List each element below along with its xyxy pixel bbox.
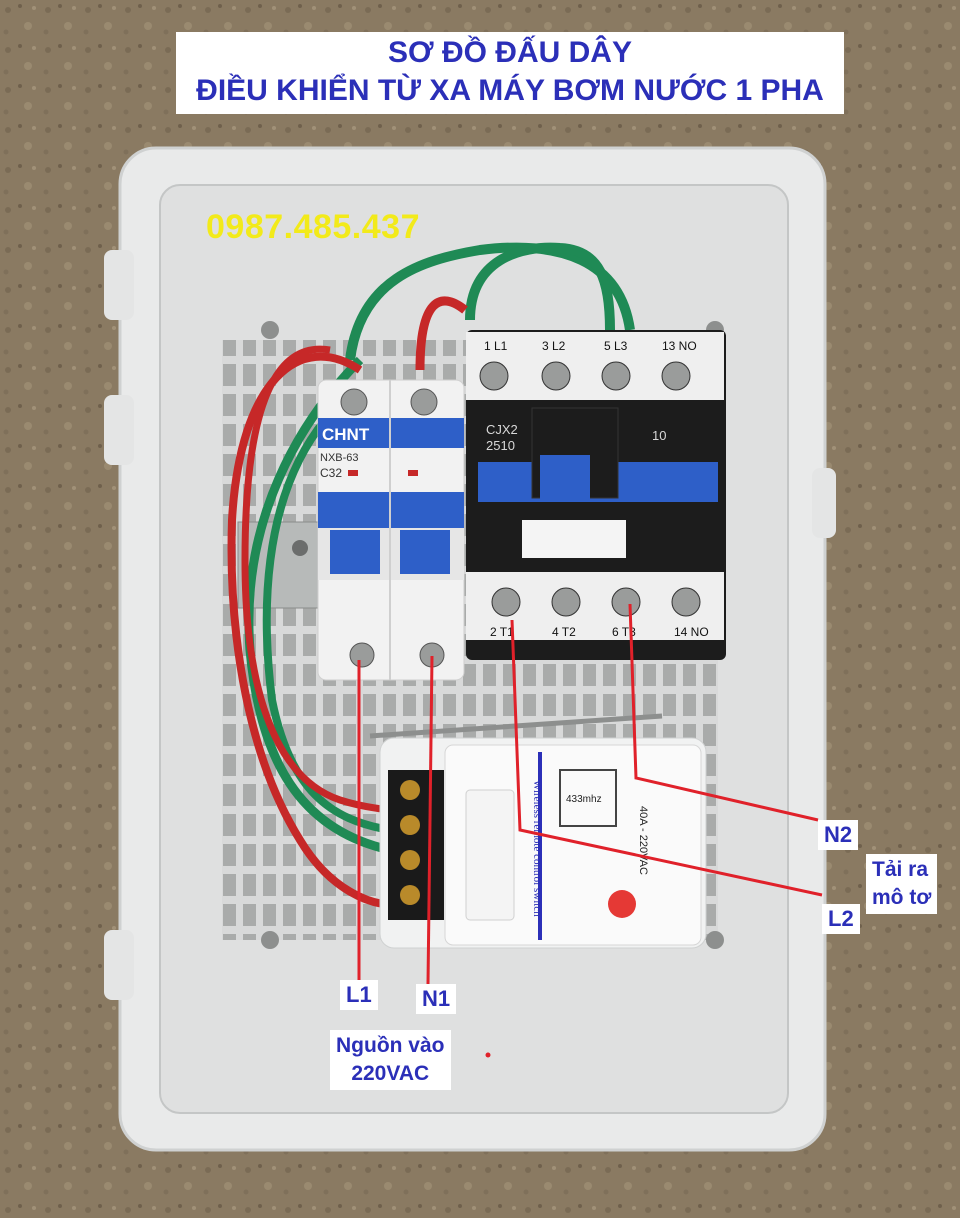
contactor-terminal-top-4: 13 NO	[662, 339, 697, 353]
phone-number: 0987.485.437	[206, 208, 420, 246]
title-line-1: SƠ ĐỒ ĐẤU DÂY	[388, 36, 632, 69]
annotation-line-l2	[510, 619, 823, 897]
label-power-input: Nguồn vào 220VAC	[330, 1030, 451, 1090]
title-banner: SƠ ĐỒ ĐẤU DÂY ĐIỀU KHIỂN TỪ XA MÁY BƠM N…	[176, 32, 844, 114]
screw-hole	[261, 321, 279, 339]
breaker-brand: CHNT	[322, 425, 370, 444]
latch-tab-right	[812, 468, 836, 538]
red-dot	[485, 1052, 491, 1058]
contactor-model-2: 2510	[486, 438, 515, 453]
label-n2: N2	[818, 820, 859, 850]
title-line-2: ĐIỀU KHIỂN TỪ XA MÁY BƠM NƯỚC 1 PHA	[196, 74, 824, 107]
breaker-rating: C32	[320, 466, 342, 480]
label-l1: L1	[340, 980, 378, 1010]
label-n1: N1	[416, 984, 457, 1014]
receiver-rating: 40A - 220VAC	[637, 806, 649, 875]
wireless-receiver	[379, 737, 707, 949]
green-wire	[465, 242, 615, 331]
receiver-freq: 433mhz	[566, 794, 602, 805]
red-wire	[415, 296, 468, 371]
label-l2: L2	[822, 904, 860, 934]
screw-hole	[261, 931, 279, 949]
contactor-terminal-bottom-4: 14 NO	[674, 625, 709, 639]
hinge-tab-mid	[104, 395, 134, 465]
red-wire	[241, 345, 396, 814]
rail-screw	[292, 540, 308, 556]
contactor-terminal-top-1: 1 L1	[484, 339, 508, 353]
contactor-model-1: CJX2	[486, 422, 518, 437]
screw-hole	[706, 931, 724, 949]
contactor	[466, 330, 726, 660]
label-load-motor: Tải ra mô tơ	[866, 854, 938, 914]
annotation-line-n1	[426, 655, 434, 985]
contactor-terminal-bottom-2: 4 T2	[552, 625, 576, 639]
green-wire	[262, 417, 391, 834]
annotation-line-n2	[628, 603, 819, 822]
contactor-terminal-bottom-1: 2 T1	[490, 625, 514, 639]
breaker-model: NXB-63	[320, 452, 359, 464]
hinge-tab-bottom	[104, 930, 134, 1000]
receiver-side-text: Wireless remote control switch	[531, 780, 543, 917]
contactor-code: 10	[652, 428, 666, 443]
circuit-breaker	[317, 379, 465, 681]
hinge-tab-top	[104, 250, 134, 320]
contactor-terminal-top-3: 5 L3	[604, 339, 628, 353]
contactor-terminal-top-2: 3 L2	[542, 339, 566, 353]
